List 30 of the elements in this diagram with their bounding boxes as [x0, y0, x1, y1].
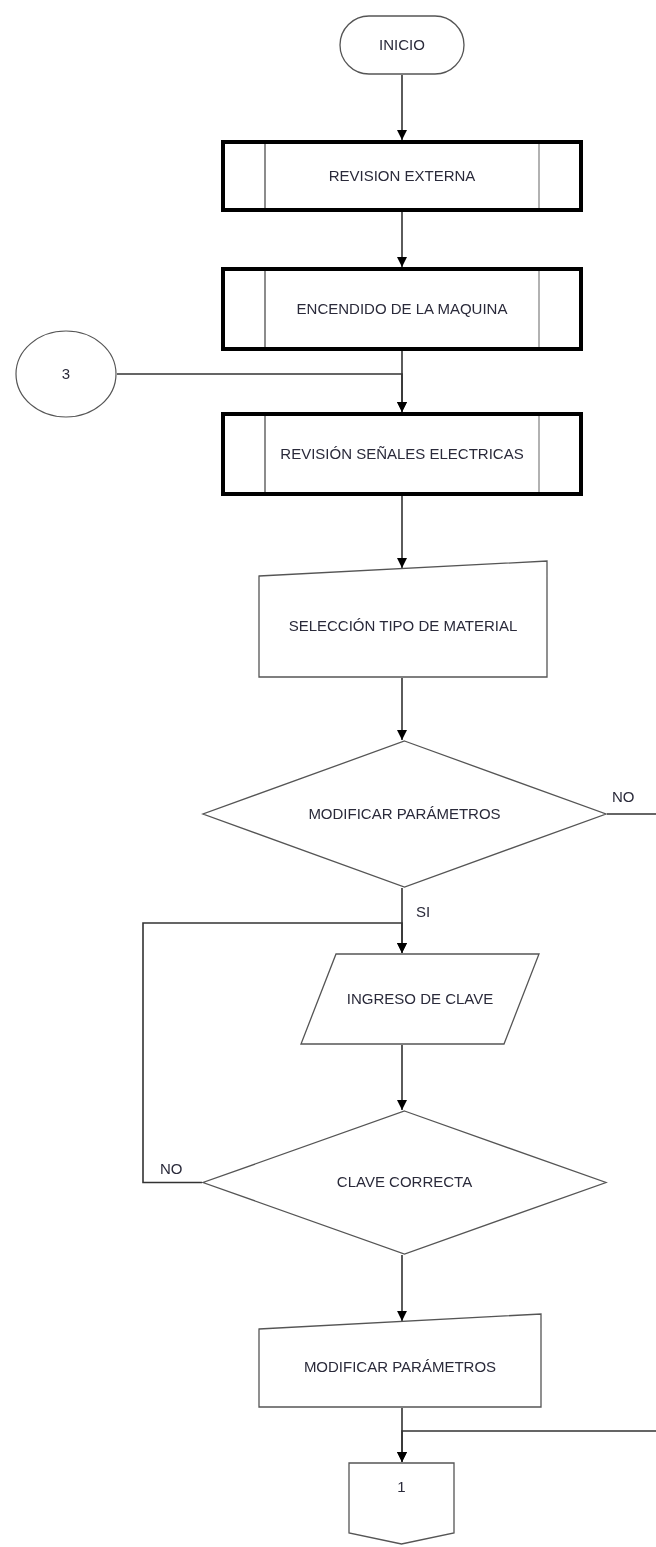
predefined-process-box — [221, 267, 583, 351]
node-text: REVISION EXTERNA — [328, 165, 476, 186]
node-text: INGRESO DE CLAVE — [346, 988, 494, 1009]
arrow — [397, 1044, 407, 1111]
node-text: MODIFICAR PARÁMETROS — [308, 803, 501, 824]
node-text: CLAVE CORRECTA — [336, 1172, 473, 1193]
node-text: ENCENDIDO DE LA MAQUINA — [296, 298, 508, 319]
connector-circle — [15, 330, 117, 418]
off-page-connector — [348, 1462, 455, 1545]
arrow — [397, 495, 407, 569]
arrow — [397, 74, 407, 141]
arrow — [397, 211, 407, 268]
arrow — [397, 1430, 656, 1463]
node-text: REVISIÓN SEÑALES ELECTRICAS — [280, 443, 524, 464]
node-text: MODIFICAR PARÁMETROS — [303, 1357, 497, 1378]
decision-diamond — [202, 740, 607, 888]
arrow — [116, 373, 407, 413]
manual-input-shape — [258, 560, 548, 678]
arrow — [397, 1254, 407, 1322]
predefined-process-box — [221, 140, 583, 212]
node-text: 3 — [61, 363, 71, 384]
arrow — [142, 922, 407, 1184]
arrow — [397, 677, 407, 741]
node-text: 1 — [397, 1477, 406, 1497]
data-parallelogram — [300, 953, 540, 1045]
node-text: INICIO — [379, 34, 425, 55]
manual-input-shape — [258, 1313, 542, 1408]
decision-diamond — [202, 1110, 607, 1255]
predefined-process-box — [221, 412, 583, 496]
node-text: SELECCIÓN TIPO DE MATERIAL — [288, 615, 518, 636]
